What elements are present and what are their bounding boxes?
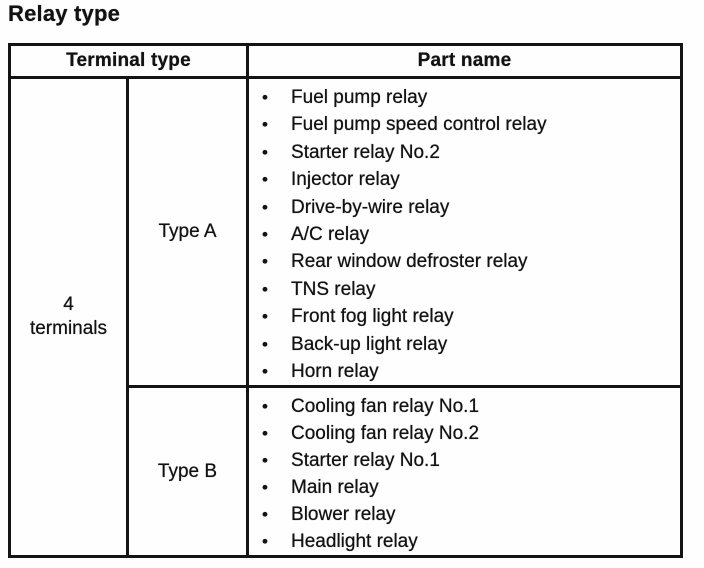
part-name-label: Headlight relay xyxy=(291,531,418,553)
bullet-icon: • xyxy=(262,532,268,552)
part-item: • TNS relay xyxy=(262,276,676,303)
column-header-part-name: Part name xyxy=(246,43,684,79)
type-a-parts-list: • Fuel pump relay • Fuel pump speed control… xyxy=(249,79,680,385)
terminal-group-cell: 4 terminals xyxy=(8,75,129,559)
part-name-label: Starter relay No.2 xyxy=(291,141,440,163)
part-item: • Blower relay xyxy=(262,501,676,528)
table-row-type-b: Type B • Cooling fan relay No.1 • Cooling f… xyxy=(10,385,684,559)
bullet-icon: • xyxy=(262,424,268,444)
part-item: • Back-up light relay xyxy=(262,331,676,358)
type-b-cell: Type B xyxy=(125,385,250,559)
bullet-icon: • xyxy=(262,451,268,471)
part-name-label: Fuel pump speed control relay xyxy=(291,114,547,136)
part-item: • Main relay xyxy=(262,474,676,501)
bullet-icon: • xyxy=(262,505,268,525)
part-name-label: Starter relay No.1 xyxy=(291,450,440,472)
part-item: • Fuel pump speed control relay xyxy=(262,111,676,138)
type-b-label: Type B xyxy=(157,460,218,482)
bullet-icon: • xyxy=(262,307,268,327)
bullet-icon: • xyxy=(262,197,268,217)
type-a-label: Type A xyxy=(158,221,217,243)
part-name-label: Cooling fan relay No.2 xyxy=(291,423,480,445)
part-item: • Fuel pump relay xyxy=(262,84,676,111)
column-header-terminal-type: Terminal type xyxy=(7,43,250,79)
bullet-icon: • xyxy=(262,88,268,107)
bullet-icon: • xyxy=(262,252,268,272)
part-name-label: Fuel pump relay xyxy=(291,87,428,108)
bullet-icon: • xyxy=(262,279,268,299)
type-a-cell: Type A xyxy=(125,75,250,389)
part-name-label: Horn relay xyxy=(291,361,379,383)
part-name-label: Front fog light relay xyxy=(291,306,454,328)
part-item: • Starter relay No.2 xyxy=(262,139,676,166)
part-item: • Injector relay xyxy=(262,166,676,193)
part-item: • A/C relay xyxy=(262,221,676,248)
part-item: • Cooling fan relay No.2 xyxy=(262,420,676,447)
part-name-label: Rear window defroster relay xyxy=(291,251,528,273)
type-a-parts-cell: • Fuel pump relay • Fuel pump speed control… xyxy=(246,75,684,389)
part-item: • Front fog light relay xyxy=(262,303,676,330)
bullet-icon: • xyxy=(262,362,268,382)
type-b-parts-cell: • Cooling fan relay No.1 • Cooling fan rela… xyxy=(246,385,684,559)
part-item: • Cooling fan relay No.1 xyxy=(262,393,676,420)
part-name-label: A/C relay xyxy=(291,224,370,246)
part-item: • Drive-by-wire relay xyxy=(262,194,676,221)
part-name-label: Blower relay xyxy=(291,504,396,526)
part-name-label: Injector relay xyxy=(291,169,400,191)
part-item: • Headlight relay xyxy=(262,528,676,555)
table-header-row: Terminal type Part name xyxy=(7,43,684,79)
bullet-icon: • xyxy=(262,142,268,162)
part-name-label: Cooling fan relay No.1 xyxy=(291,396,480,418)
part-name-label: TNS relay xyxy=(291,278,376,300)
table-row-type-a: 4 terminals Type A • Fuel pump relay • Fuel… xyxy=(8,75,684,559)
part-item: • Horn relay xyxy=(262,358,676,385)
relay-type-table: Terminal type Part name 4 terminals Type… xyxy=(7,43,684,559)
bullet-icon: • xyxy=(262,478,268,498)
part-item: • Starter relay No.1 xyxy=(262,447,676,474)
page-title: Relay type xyxy=(8,1,121,26)
part-item: • Rear window defroster relay xyxy=(262,248,676,275)
bullet-icon: • xyxy=(262,334,268,354)
bullet-icon: • xyxy=(262,170,268,190)
bullet-icon: • xyxy=(262,225,268,245)
part-name-label: Drive-by-wire relay xyxy=(291,196,450,218)
terminal-group-label: 4 terminals xyxy=(29,294,108,340)
bullet-icon: • xyxy=(262,115,268,135)
bullet-icon: • xyxy=(262,397,268,417)
part-name-label: Main relay xyxy=(291,477,379,499)
part-name-label: Back-up light relay xyxy=(291,333,448,355)
type-b-parts-list: • Cooling fan relay No.1 • Cooling fan rela… xyxy=(249,388,680,555)
